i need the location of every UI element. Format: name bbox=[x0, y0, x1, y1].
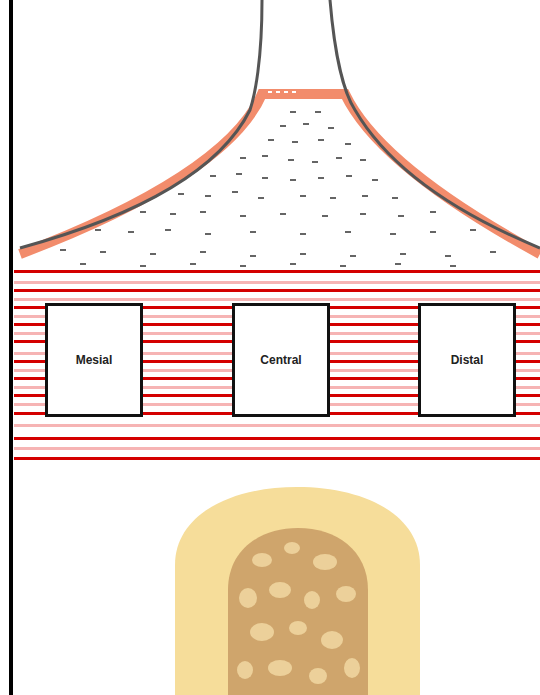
trabecular-bone bbox=[228, 528, 368, 695]
region-box: Distal bbox=[418, 303, 516, 417]
tooth-surface-line bbox=[9, 0, 13, 695]
alveolar-bone bbox=[175, 487, 420, 695]
gingiva-outline bbox=[20, 0, 262, 248]
gingiva-outline bbox=[330, 0, 540, 248]
ligament-fibres bbox=[14, 270, 540, 460]
epithelium-marks bbox=[268, 91, 296, 93]
region-label: Central bbox=[260, 353, 301, 367]
connective-tissue-dots bbox=[60, 112, 496, 266]
region-box: Mesial bbox=[45, 303, 143, 417]
region-label: Mesial bbox=[76, 353, 113, 367]
region-box: Central bbox=[232, 303, 330, 417]
region-label: Distal bbox=[451, 353, 484, 367]
marrow-spaces bbox=[237, 542, 360, 684]
